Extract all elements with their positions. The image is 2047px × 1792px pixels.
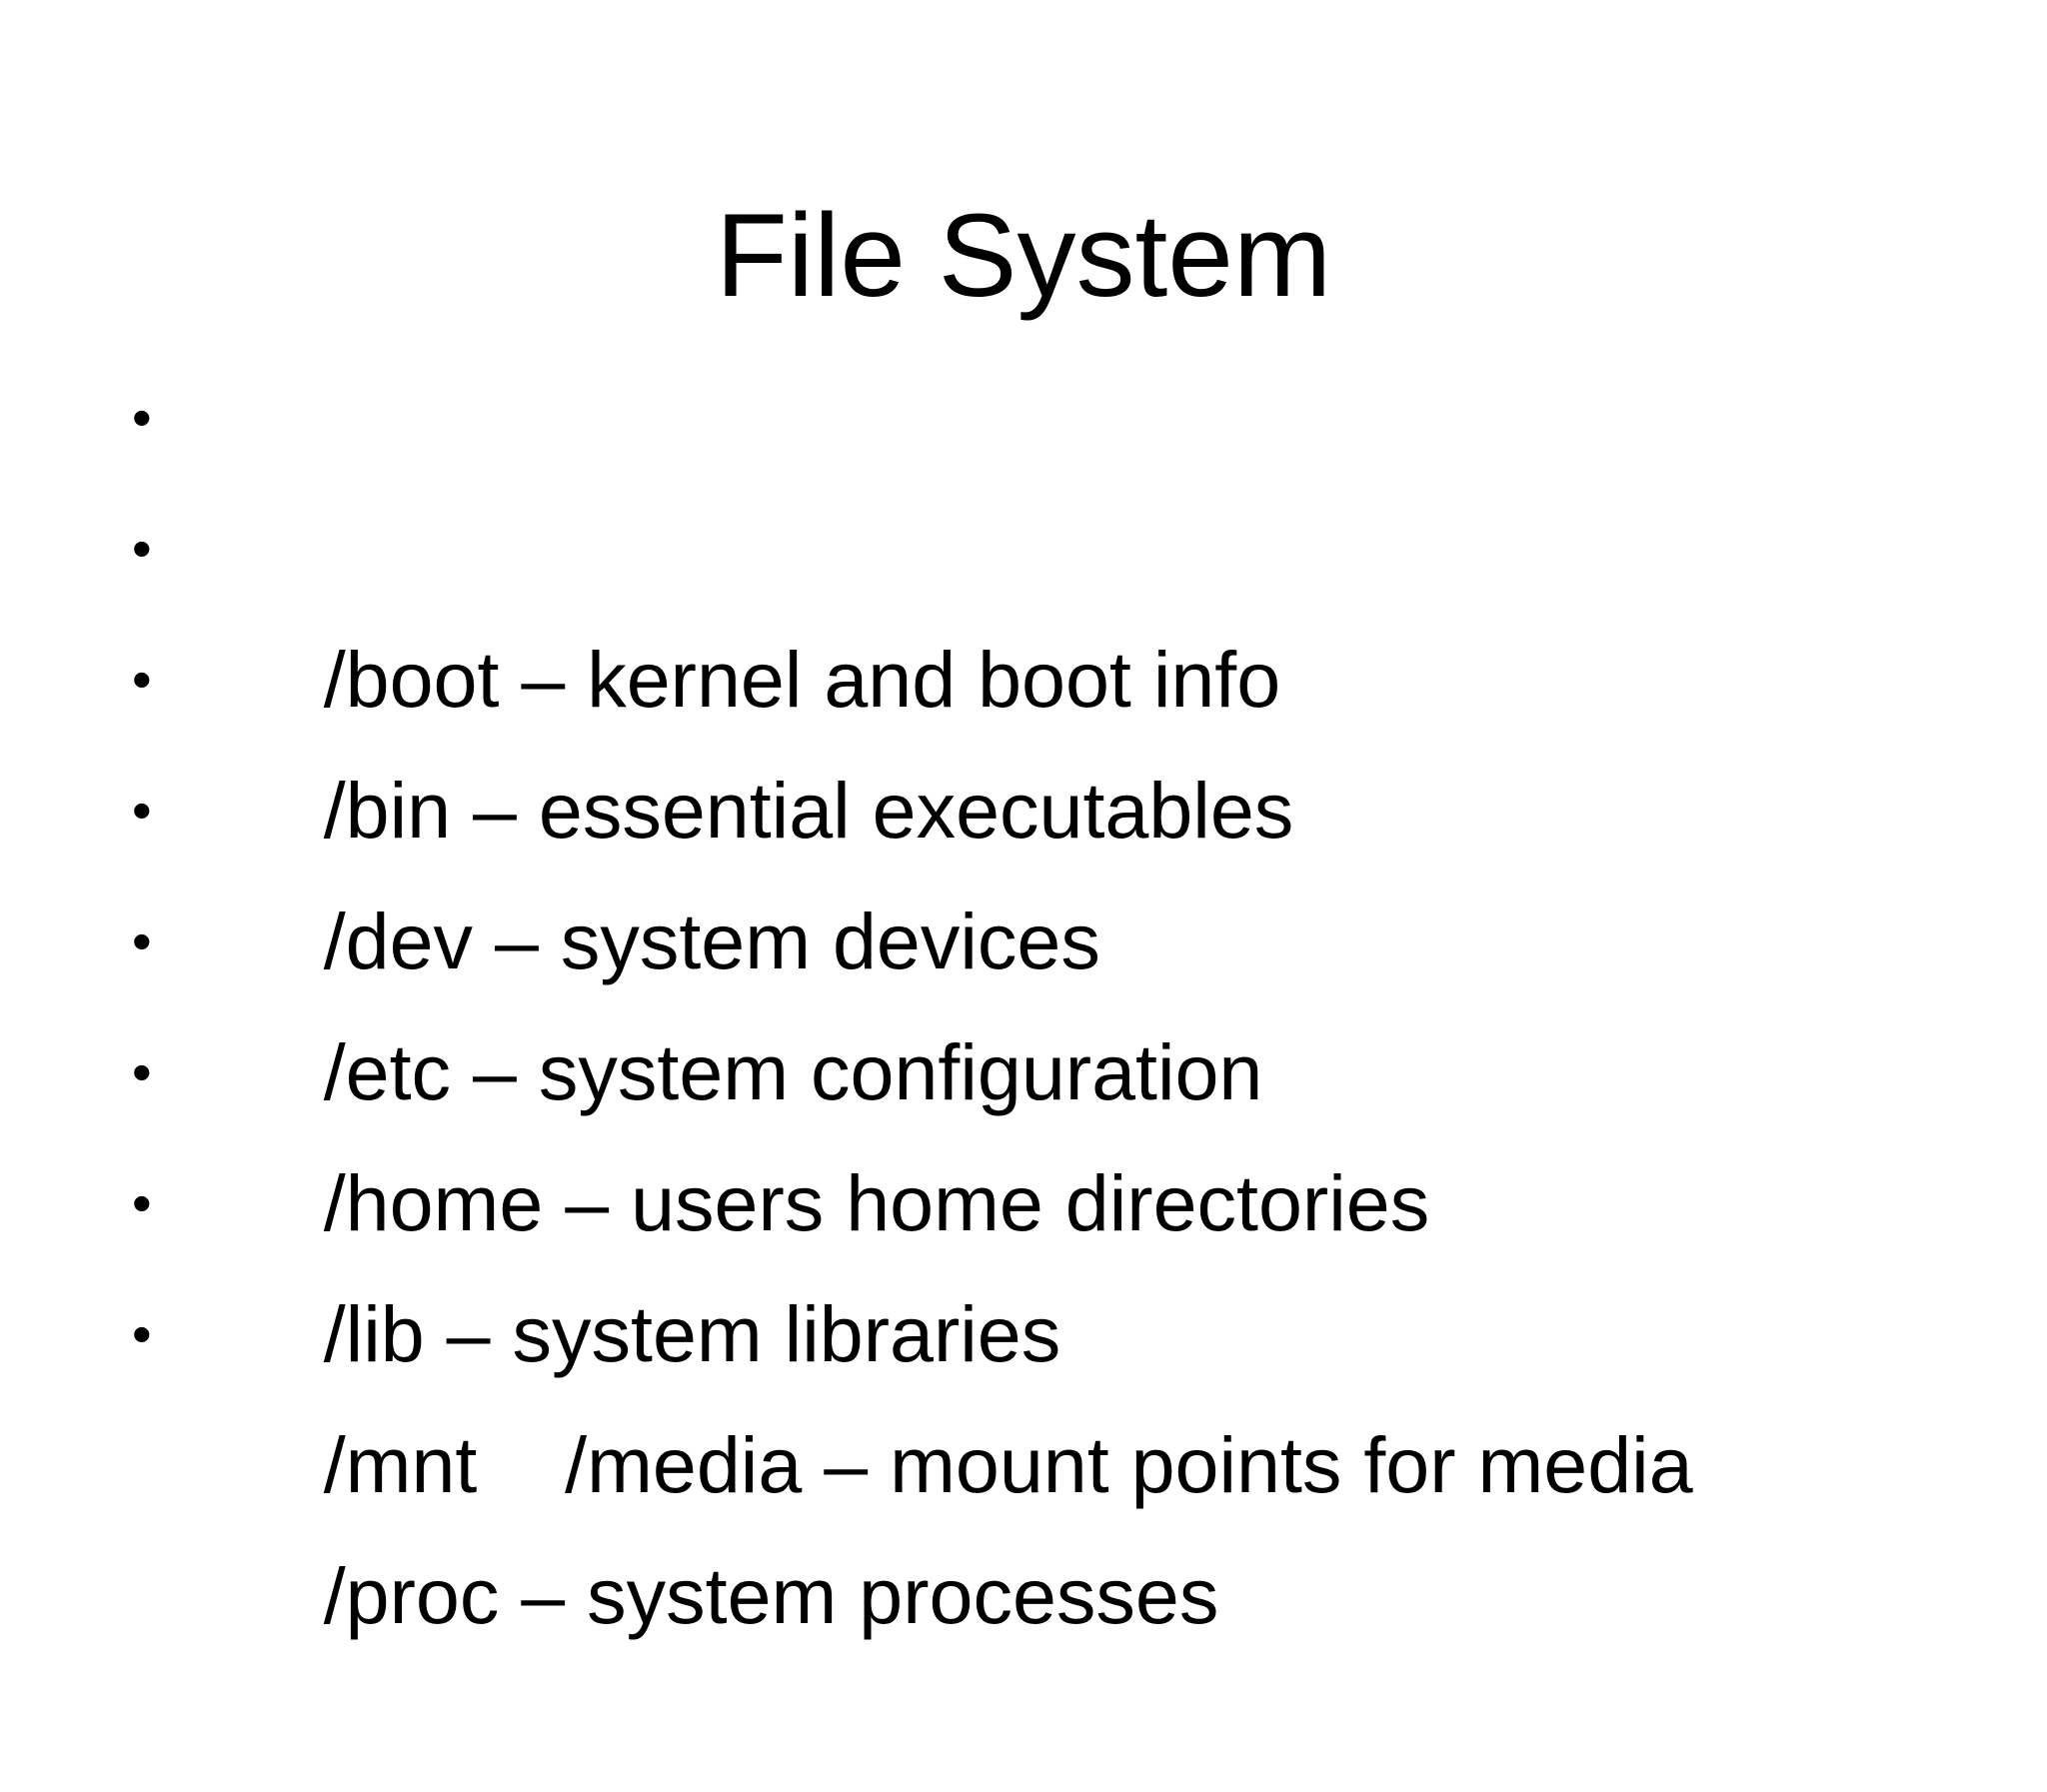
bullet-point-icon: • (132, 1171, 152, 1234)
bullet-point-icon: • (132, 1302, 152, 1365)
list-item-label: /dev – system devices (323, 896, 1100, 985)
bullet-list: • /boot – kernel and boot info • /bin – … (126, 352, 1955, 1640)
list-item[interactable]: • /lib – system libraries (126, 1006, 1955, 1378)
bullet-point-icon: • (132, 909, 152, 972)
slide: File System • /boot – kernel and boot in… (126, 190, 1955, 1640)
bullet-point-icon: • (132, 779, 152, 842)
list-item[interactable]: • /boot – kernel and boot info (126, 352, 1955, 724)
bullet-point-icon: • (132, 648, 152, 711)
list-item[interactable]: • /dev – system devices (126, 614, 1955, 985)
list-item[interactable]: • /etc – system configuration (126, 745, 1955, 1116)
bullet-point-icon: • (132, 517, 152, 580)
bullet-point-icon: • (132, 1040, 152, 1103)
list-item[interactable]: • /home – users home directories (126, 876, 1955, 1247)
list-item-label: /home – users home directories (323, 1158, 1430, 1247)
list-item-label: /boot – kernel and boot info (323, 635, 1281, 724)
list-item[interactable]: • /bin – essential executables (126, 483, 1955, 855)
list-item-label: /etc – system configuration (323, 1027, 1263, 1116)
list-item-label: /mnt /media – mount points for media (323, 1420, 1693, 1509)
list-item-label: /bin – essential executables (323, 766, 1294, 855)
page-title: File System (715, 190, 1332, 323)
list-item[interactable]: • /proc – system processes (126, 1268, 1955, 1640)
bullet-point-icon: • (132, 386, 152, 449)
list-item[interactable]: • /mnt /media – mount points for media (126, 1137, 1955, 1509)
list-item-label: /lib – system libraries (323, 1289, 1061, 1378)
list-item-label: /proc – system processes (323, 1551, 1219, 1640)
